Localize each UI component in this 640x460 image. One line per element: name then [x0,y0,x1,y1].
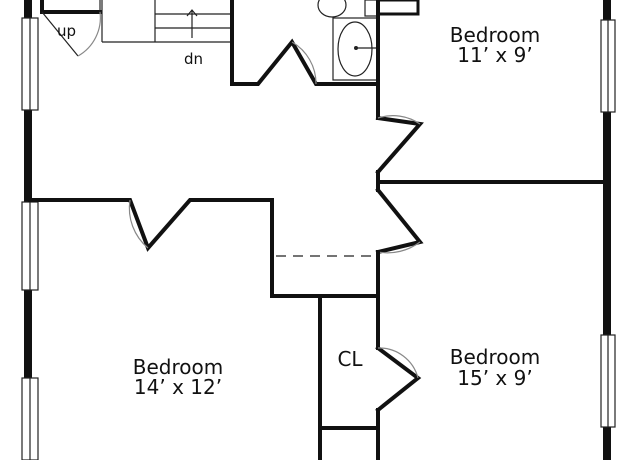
bedroom-2-size: 14’ x 12’ [134,375,222,399]
interior-walls [28,0,605,460]
bedroom-1-size: 11’ x 9’ [457,43,532,67]
bathroom [230,0,420,86]
stairs [40,0,232,57]
stairs-up-label: up [57,22,76,40]
exterior-walls [24,0,611,460]
closet-label: CL [337,347,363,371]
stairs-down-label: dn [184,50,203,68]
bedroom-1-name: Bedroom [450,23,540,47]
windows [21,17,616,460]
bedroom-3-name: Bedroom [450,345,540,369]
bedroom-3-size: 15’ x 9’ [457,366,532,390]
bedroom-2-name: Bedroom [133,355,223,379]
